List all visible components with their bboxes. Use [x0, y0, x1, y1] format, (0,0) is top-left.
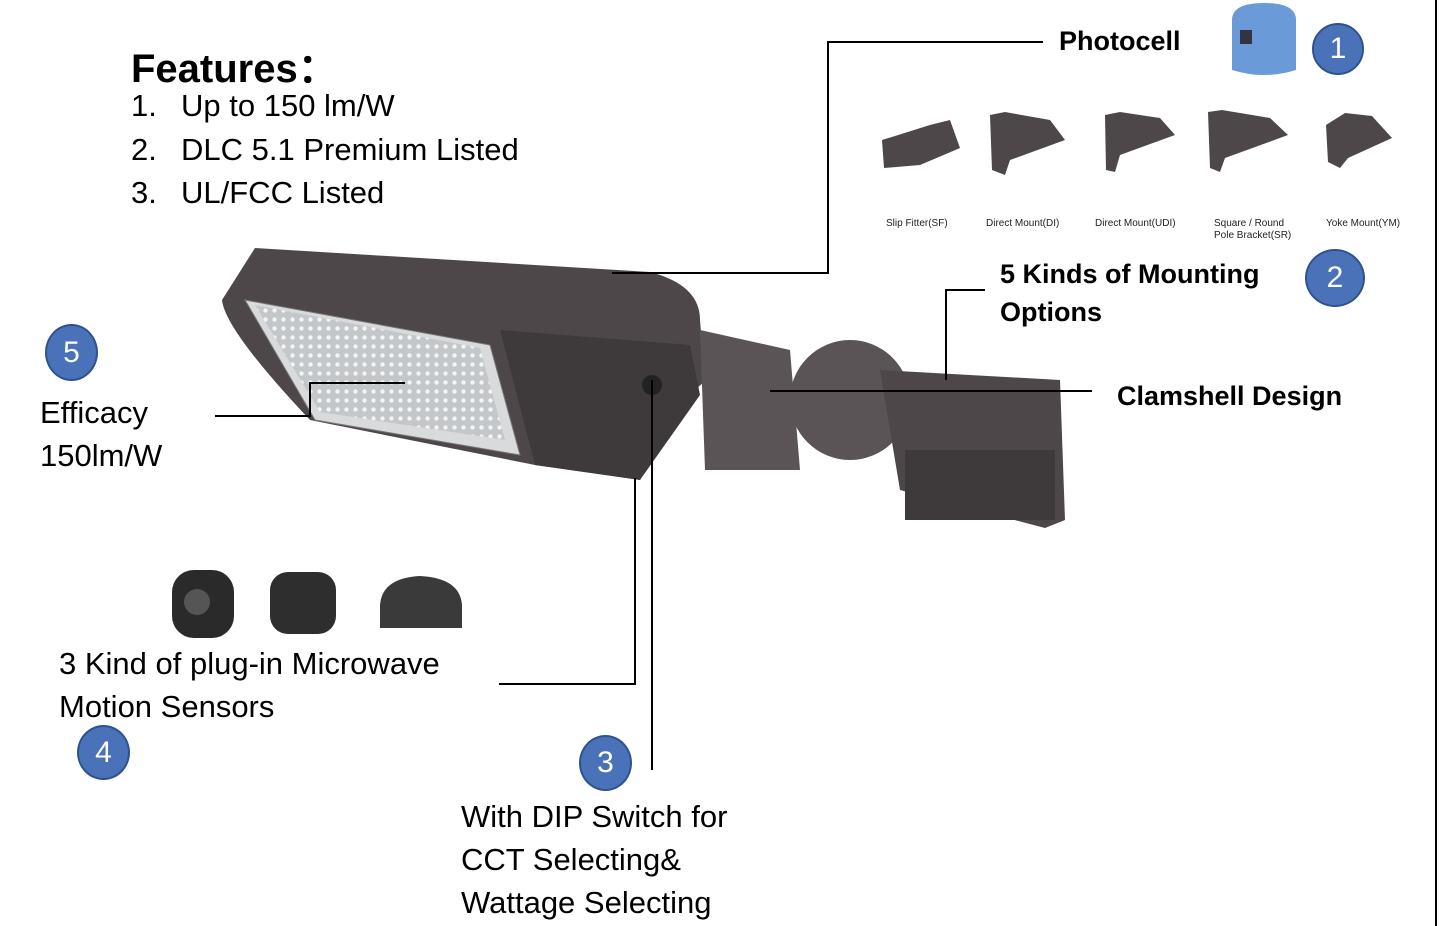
mount-label-sr-line2: Pole Bracket(SR) [1214, 230, 1292, 241]
mount-label-ym: Yoke Mount(YM) [1326, 218, 1401, 229]
feature-number: 3. [131, 175, 157, 210]
badge-5: 5 [45, 324, 98, 381]
sensors-line1: 3 Kind of plug-in Microwave [59, 646, 440, 681]
efficacy-label: Efficacy 150lm/W [40, 391, 162, 477]
mount-label-sf: Slip Fitter(SF) [886, 218, 948, 229]
badge-1: 1 [1312, 23, 1364, 75]
dip-line2: CCT Selecting& [461, 842, 681, 877]
mounting-line2: Options [1000, 297, 1102, 327]
feature-text: DLC 5.1 Premium Listed [181, 132, 519, 167]
feature-number: 2. [131, 132, 157, 167]
mount-label-udi: Direct Mount(UDI) [1095, 218, 1176, 229]
photocell-image [1232, 3, 1296, 75]
feature-text: Up to 150 lm/W [181, 88, 395, 123]
street-light-fixture [222, 248, 1065, 528]
mount-label-sr-line1: Square / Round [1214, 218, 1285, 229]
feature-item: 1. Up to 150 lm/W [131, 88, 395, 124]
feature-number: 1. [131, 88, 157, 123]
features-title: Features： [131, 47, 338, 91]
mount-label-di: Direct Mount(DI) [986, 218, 1060, 229]
feature-item: 3. UL/FCC Listed [131, 175, 384, 211]
feature-item: 2. DLC 5.1 Premium Listed [131, 132, 519, 168]
motion-sensors-image [172, 570, 462, 638]
mounting-line1: 5 Kinds of Mounting [1000, 259, 1260, 289]
badge-4: 4 [77, 725, 130, 780]
efficacy-line2: 150lm/W [40, 438, 163, 473]
clamshell-label: Clamshell Design [1117, 381, 1343, 411]
mounting-options-images [882, 110, 1392, 175]
badge-2: 2 [1305, 249, 1365, 307]
dip-line1: With DIP Switch for [461, 799, 728, 834]
efficacy-line1: Efficacy [40, 395, 148, 430]
dip-line3: Wattage Selecting [461, 885, 712, 920]
feature-text: UL/FCC Listed [181, 175, 385, 210]
photocell-label: Photocell [1059, 26, 1181, 56]
sensors-line2: Motion Sensors [59, 689, 275, 724]
leader-lines [215, 41, 1092, 770]
badge-3: 3 [579, 735, 632, 791]
